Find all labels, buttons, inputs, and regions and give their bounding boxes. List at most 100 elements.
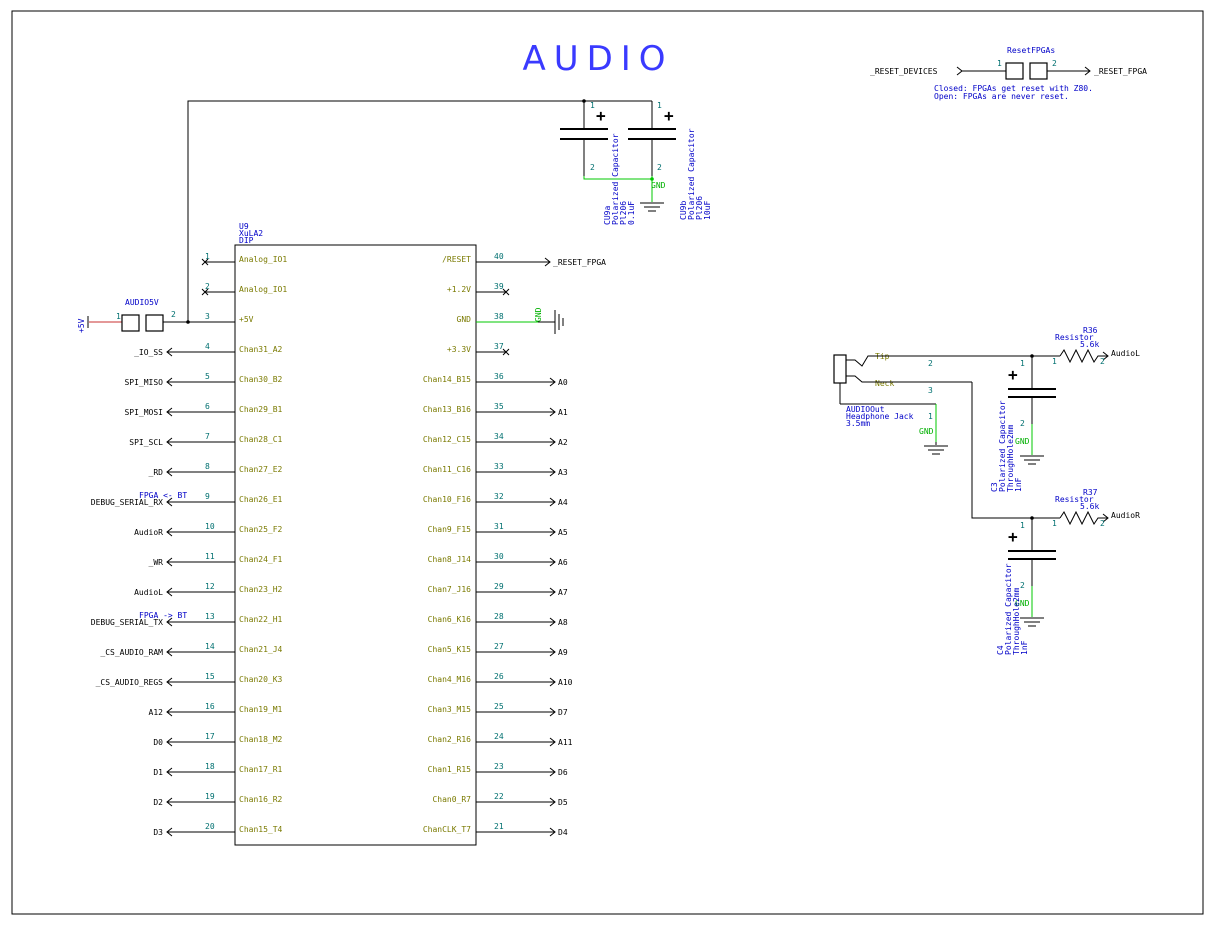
resetfpgas-label: ResetFPGAs bbox=[1007, 46, 1055, 55]
net-label-debug-serial-tx: DEBUG_SERIAL_TX bbox=[91, 618, 163, 627]
u9-pin-name-2: Analog_IO1 bbox=[239, 285, 287, 294]
c3-capacitor[interactable]: + 1 2 GND C3 Polarized Capacitor Through… bbox=[990, 356, 1056, 492]
svg-text:GND: GND bbox=[919, 427, 934, 436]
svg-text:2: 2 bbox=[1020, 419, 1025, 428]
svg-text:1: 1 bbox=[1052, 357, 1057, 366]
cu9a-capacitor[interactable]: + 1 2 CU9a Polarized Capacitor Pl206 0.1… bbox=[560, 101, 636, 225]
u9-pin-name-19: Chan16_R2 bbox=[239, 795, 283, 804]
net-arrow bbox=[549, 377, 556, 387]
u9-pin-name-40: /RESET bbox=[442, 255, 471, 264]
ground-symbol-jack bbox=[924, 442, 948, 455]
u9-ic[interactable]: U9 XuLA2 DIP Analog_IO11Analog_IO12+5V3C… bbox=[91, 222, 606, 846]
r37-refdes: R37 bbox=[1083, 488, 1098, 497]
resetfpgas-jumper[interactable]: _RESET_DEVICES 1 2 _RESET_FPGA ResetFPGA… bbox=[870, 46, 1147, 101]
net-label-d3: D3 bbox=[153, 828, 163, 837]
u9-part: XuLA2 bbox=[239, 229, 263, 238]
net-label--cs-audio-regs: _CS_AUDIO_REGS bbox=[96, 678, 164, 687]
u9-pin-num-13: 13 bbox=[205, 612, 215, 621]
c4-capacitor[interactable]: + 1 2 GND C4 Polarized Capacitor Through… bbox=[996, 518, 1056, 655]
u9-pin-name-31: Chan9_F15 bbox=[428, 525, 472, 534]
svg-text:GND: GND bbox=[1015, 599, 1030, 608]
net-arrow bbox=[166, 527, 173, 537]
u9-pin-name-10: Chan25_F2 bbox=[239, 525, 283, 534]
u9-pin-name-14: Chan21_J4 bbox=[239, 645, 283, 654]
u9-pin-name-15: Chan20_K3 bbox=[239, 675, 283, 684]
u9-pin-name-29: Chan7_J16 bbox=[428, 585, 472, 594]
svg-text:1: 1 bbox=[1020, 521, 1025, 530]
cu9b-label: CU9b Polarized Capacitor Pl206 10uF bbox=[679, 124, 712, 220]
u9-pin-num-10: 10 bbox=[205, 522, 215, 531]
u9-pin-name-20: Chan15_T4 bbox=[239, 825, 283, 834]
u9-pin-name-35: Chan13_B16 bbox=[423, 405, 471, 414]
net-label-a3: A3 bbox=[558, 468, 568, 477]
reset-devices-net: _RESET_DEVICES bbox=[870, 67, 938, 76]
u9-pin-num-34: 34 bbox=[494, 432, 504, 441]
u9-pin-num-17: 17 bbox=[205, 732, 215, 741]
net-label-a2: A2 bbox=[558, 438, 568, 447]
u9-body bbox=[234, 244, 477, 846]
svg-text:1: 1 bbox=[1052, 519, 1057, 528]
net-label-d5: D5 bbox=[558, 798, 568, 807]
u9-pin-num-3: 3 bbox=[205, 312, 210, 321]
u9-pin-num-37: 37 bbox=[494, 342, 504, 351]
u9-pin-num-12: 12 bbox=[205, 582, 215, 591]
net-arrow bbox=[549, 617, 556, 627]
net-label-d1: D1 bbox=[153, 768, 163, 777]
u9-pin-name-6: Chan29_B1 bbox=[239, 405, 283, 414]
u9-pin-num-25: 25 bbox=[494, 702, 504, 711]
u9-pin-num-19: 19 bbox=[205, 792, 215, 801]
u9-pin-name-32: Chan10_F16 bbox=[423, 495, 471, 504]
audio5v-jumper[interactable]: +5V AUDIO5V 1 2 bbox=[77, 298, 235, 333]
u9-pin-name-24: Chan2_R16 bbox=[428, 735, 472, 744]
u9-pin-name-37: +3.3V bbox=[447, 345, 471, 354]
net-arrow bbox=[166, 437, 173, 447]
svg-text:2: 2 bbox=[1020, 581, 1025, 590]
net-arrow bbox=[549, 497, 556, 507]
cu9b-capacitor[interactable]: + 1 2 CU9b Polarized Capacitor Pl206 10u… bbox=[628, 101, 712, 220]
u9-pin-num-23: 23 bbox=[494, 762, 504, 771]
u9-pin-num-15: 15 bbox=[205, 672, 215, 681]
reset-note-closed: Closed: FPGAs get reset with Z80. bbox=[934, 84, 1093, 93]
u9-pin-num-18: 18 bbox=[205, 762, 215, 771]
net-label-d7: D7 bbox=[558, 708, 568, 717]
no-connect-mark bbox=[201, 258, 209, 266]
headphone-jack[interactable]: Tip Neck 2 3 1 AUDIOOut Headphone Jack 3… bbox=[833, 352, 1060, 455]
u9-pin-name-7: Chan28_C1 bbox=[239, 435, 283, 444]
net-note: FPGA <- BT bbox=[139, 491, 187, 500]
net-label-a8: A8 bbox=[558, 618, 568, 627]
r36-resistor[interactable]: 1 2 R36 Resistor 5.6k AudioL bbox=[1052, 326, 1140, 366]
net-arrow bbox=[166, 827, 173, 837]
ground-symbol-c4 bbox=[1020, 617, 1044, 627]
net-label-spi-mosi: SPI_MOSI bbox=[124, 408, 163, 417]
no-connect-mark bbox=[201, 288, 209, 296]
u9-pin-num-33: 33 bbox=[494, 462, 504, 471]
net-label--wr: _WR bbox=[149, 558, 164, 567]
u9-pin-name-34: Chan12_C15 bbox=[423, 435, 471, 444]
u9-pin-name-26: Chan4_M16 bbox=[428, 675, 472, 684]
reset-fpga-out-net: _RESET_FPGA bbox=[1094, 67, 1147, 76]
net-arrow bbox=[549, 797, 556, 807]
audior-net: AudioR bbox=[1111, 511, 1140, 520]
u9-pin-num-35: 35 bbox=[494, 402, 504, 411]
u9-pin-num-31: 31 bbox=[494, 522, 504, 531]
u9-refdes: U9 bbox=[239, 222, 249, 231]
net-label-a7: A7 bbox=[558, 588, 568, 597]
svg-text:Neck: Neck bbox=[875, 379, 894, 388]
u9-pin-num-28: 28 bbox=[494, 612, 504, 621]
r37-resistor[interactable]: 1 2 R37 Resistor 5.6k AudioR bbox=[1052, 488, 1140, 528]
net-arrow bbox=[549, 557, 556, 567]
ground-symbol-c3 bbox=[1020, 455, 1044, 465]
sheet-border bbox=[11, 10, 1204, 915]
u9-pin-name-27: Chan5_K15 bbox=[428, 645, 472, 654]
net-arrow bbox=[166, 647, 173, 657]
audiol-net: AudioL bbox=[1111, 349, 1140, 358]
u9-pin-num-5: 5 bbox=[205, 372, 210, 381]
net-arrow bbox=[166, 797, 173, 807]
net-label-a6: A6 bbox=[558, 558, 568, 567]
u9-pin-name-1: Analog_IO1 bbox=[239, 255, 287, 264]
net-arrow bbox=[549, 437, 556, 447]
u9-pin-num-9: 9 bbox=[205, 492, 210, 501]
svg-text:1: 1 bbox=[1020, 359, 1025, 368]
u9-pin-num-11: 11 bbox=[205, 552, 215, 561]
